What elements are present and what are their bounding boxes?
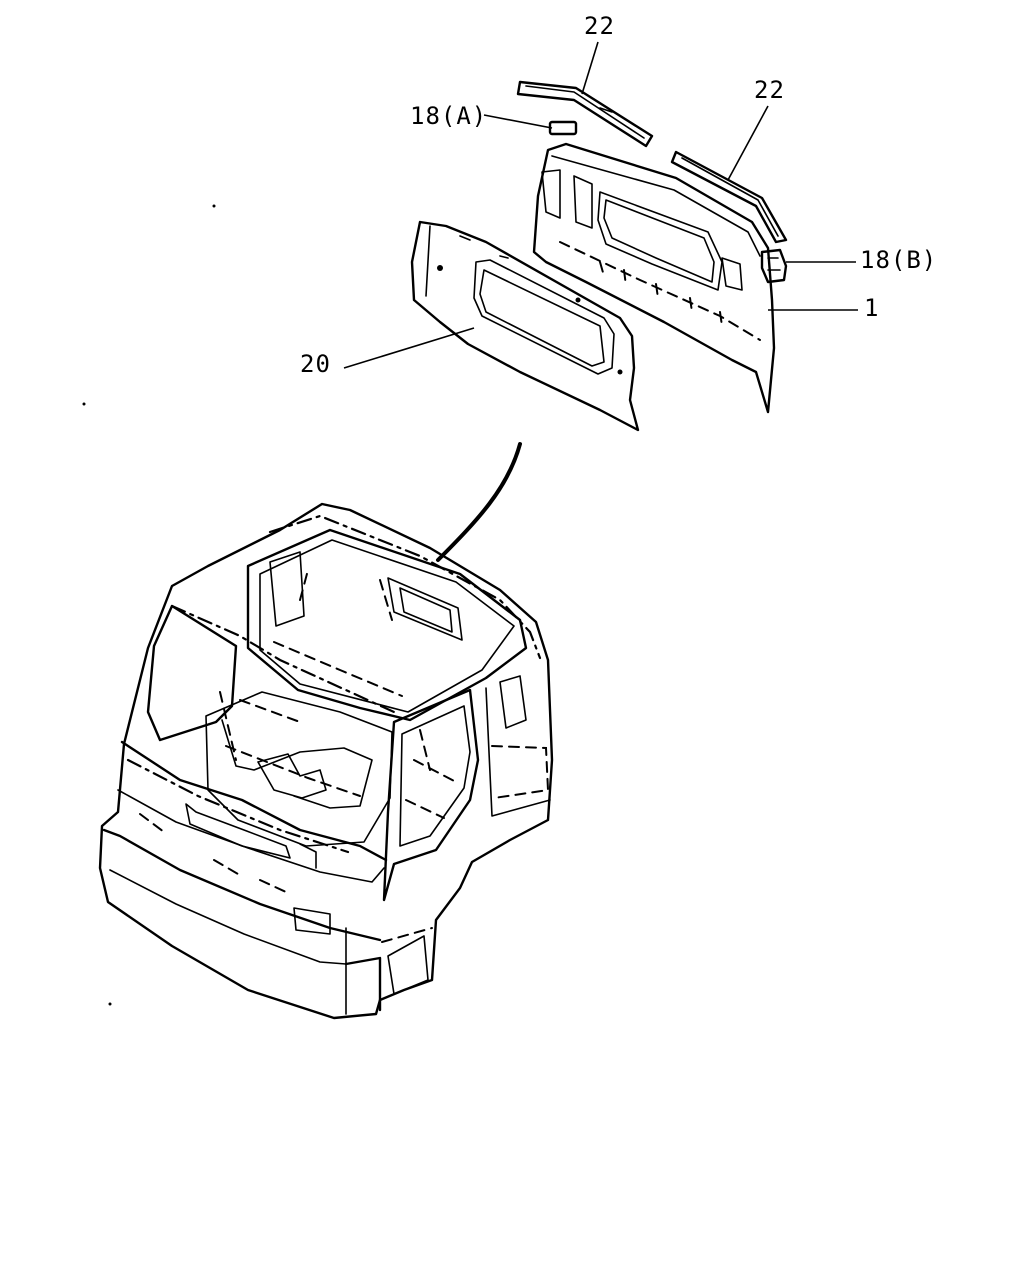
leader-22-upper xyxy=(581,41,599,95)
installation-arrow xyxy=(436,442,522,562)
part-22-upper-strip xyxy=(516,80,654,148)
callout-label-1: 1 xyxy=(864,294,879,322)
callout-label-20: 20 xyxy=(300,350,331,378)
part-22-right-strip xyxy=(670,150,788,244)
leader-18a xyxy=(483,114,553,129)
callout-label-18b: 18(B) xyxy=(860,246,937,274)
leader-22-right xyxy=(727,105,769,181)
scan-dot xyxy=(212,204,216,208)
cab-assembly xyxy=(98,502,554,1020)
part-1-rear-panel xyxy=(532,142,776,414)
callout-label-22-right: 22 xyxy=(754,76,785,104)
leader-20 xyxy=(343,327,475,369)
part-20-trim-panel xyxy=(410,220,640,432)
scan-dot xyxy=(108,1002,112,1006)
part-18b-clip xyxy=(760,248,788,284)
leader-lines xyxy=(343,41,858,369)
callout-label-18a: 18(A) xyxy=(410,102,487,130)
scan-dot xyxy=(82,402,86,406)
part-18a-clip xyxy=(548,120,578,136)
callout-label-22-upper: 22 xyxy=(584,12,615,40)
